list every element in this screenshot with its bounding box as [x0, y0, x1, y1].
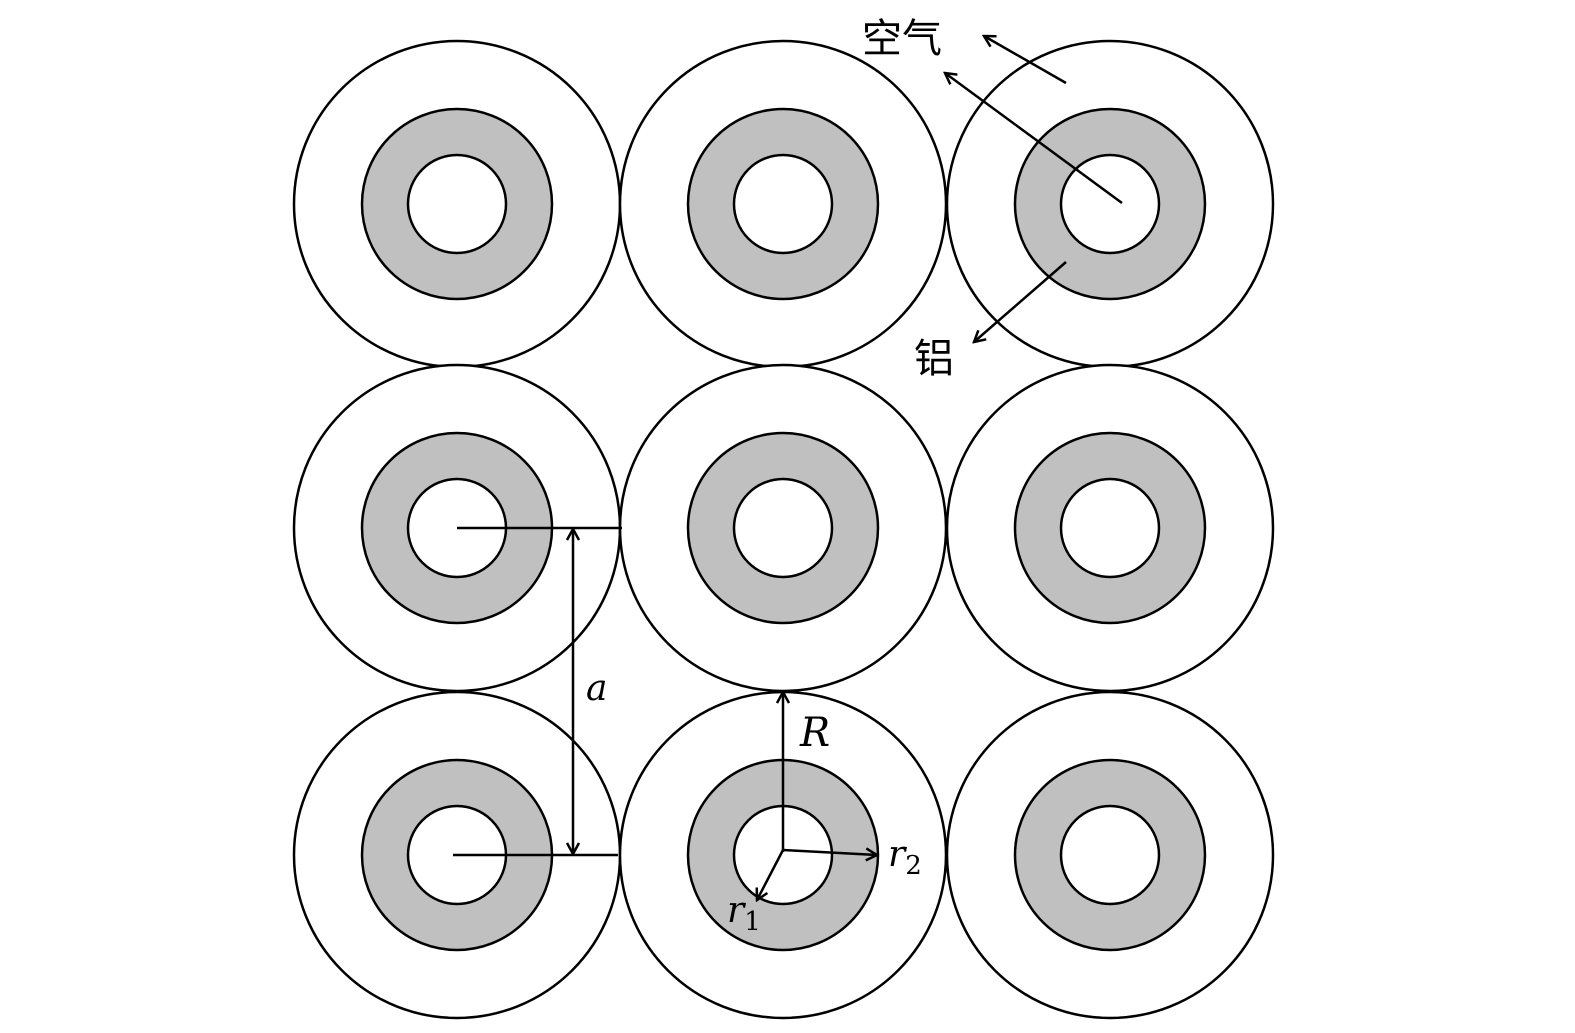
R-label: R	[799, 710, 830, 756]
r1-label: r1	[727, 890, 761, 937]
r2-label: r2	[888, 834, 922, 881]
aluminum-arrow	[974, 261, 1067, 342]
unit-cell	[945, 39, 1275, 369]
unit-cell	[945, 363, 1275, 693]
r1-arrow	[757, 849, 785, 900]
unit-cell	[292, 39, 622, 369]
inner-air-hole	[406, 153, 508, 255]
aluminum-label: 铝	[914, 336, 954, 382]
inner-air-hole	[1059, 153, 1161, 255]
air-label: 空气	[862, 16, 942, 62]
unit-cell	[945, 690, 1275, 1020]
air-arrow-2	[984, 36, 1067, 85]
inner-air-hole	[1059, 477, 1161, 579]
unit-cell	[618, 39, 948, 369]
inner-air-hole	[732, 477, 834, 579]
r2-arrow	[782, 850, 877, 855]
inner-air-hole	[1059, 804, 1161, 906]
unit-cell	[618, 690, 948, 1020]
unit-cell-grid	[292, 39, 1275, 1020]
unit-cell	[618, 363, 948, 693]
a-label: a	[586, 668, 607, 709]
inner-air-hole	[732, 153, 834, 255]
air-arrow-1	[945, 73, 1123, 205]
